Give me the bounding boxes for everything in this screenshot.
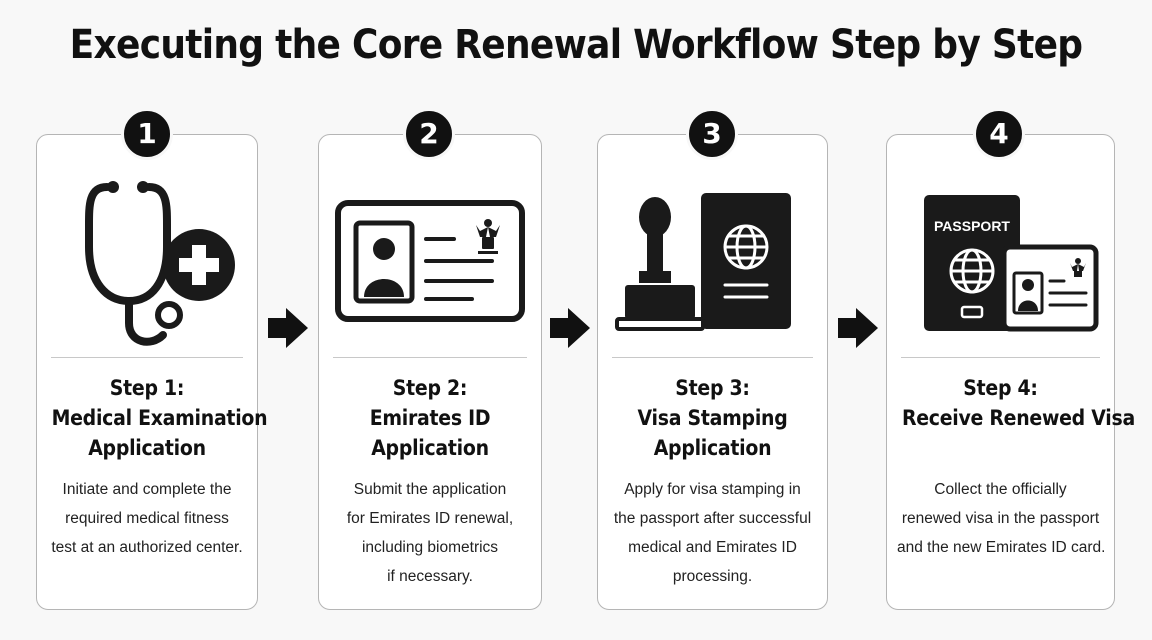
step-number-badge-3: 3: [686, 108, 738, 160]
emirates-id-card-icon: [319, 165, 541, 365]
passport-label: PASSPORT: [934, 218, 1010, 234]
step-heading: Step 2: Emirates ID Application: [369, 376, 491, 460]
step-card-1: Step 1: Medical Examination Application …: [36, 134, 268, 610]
step-heading: Step 4: Receive Renewed Visa: [901, 376, 1135, 430]
stamp-and-passport-icon: [598, 165, 827, 365]
stethoscope-medical-cross-icon: [37, 165, 257, 365]
card-divider: [612, 357, 813, 358]
step-number-badge-2: 2: [403, 108, 455, 160]
passport-and-id-card-icon: PASSPORT: [887, 165, 1114, 365]
step-description: Submit the application for Emirates ID r…: [346, 481, 514, 585]
page-title: Executing the Core Renewal Workflow Step…: [69, 22, 1083, 68]
step-number-badge-4: 4: [973, 108, 1025, 160]
step-card-2: Step 2: Emirates ID Application Submit t…: [318, 134, 542, 610]
card-divider: [901, 357, 1100, 358]
step-description: Collect the officially renewed visa in t…: [897, 481, 1106, 556]
step-card-3: Step 3: Visa Stamping Application Apply …: [597, 134, 828, 610]
card-divider: [51, 357, 243, 358]
arrow-right-icon: [268, 308, 308, 348]
step-heading: Step 3: Visa Stamping Application: [637, 376, 788, 460]
card-divider: [333, 357, 527, 358]
arrow-right-icon: [550, 308, 590, 348]
arrow-right-icon: [838, 308, 878, 348]
step-description: Apply for visa stamping in the passport …: [613, 481, 812, 585]
step-description: Initiate and complete the required medic…: [51, 481, 243, 556]
step-heading: Step 1: Medical Examination Application: [51, 376, 268, 460]
step-number-badge-1: 1: [121, 108, 173, 160]
step-card-4: PASSPORT: [886, 134, 1135, 610]
